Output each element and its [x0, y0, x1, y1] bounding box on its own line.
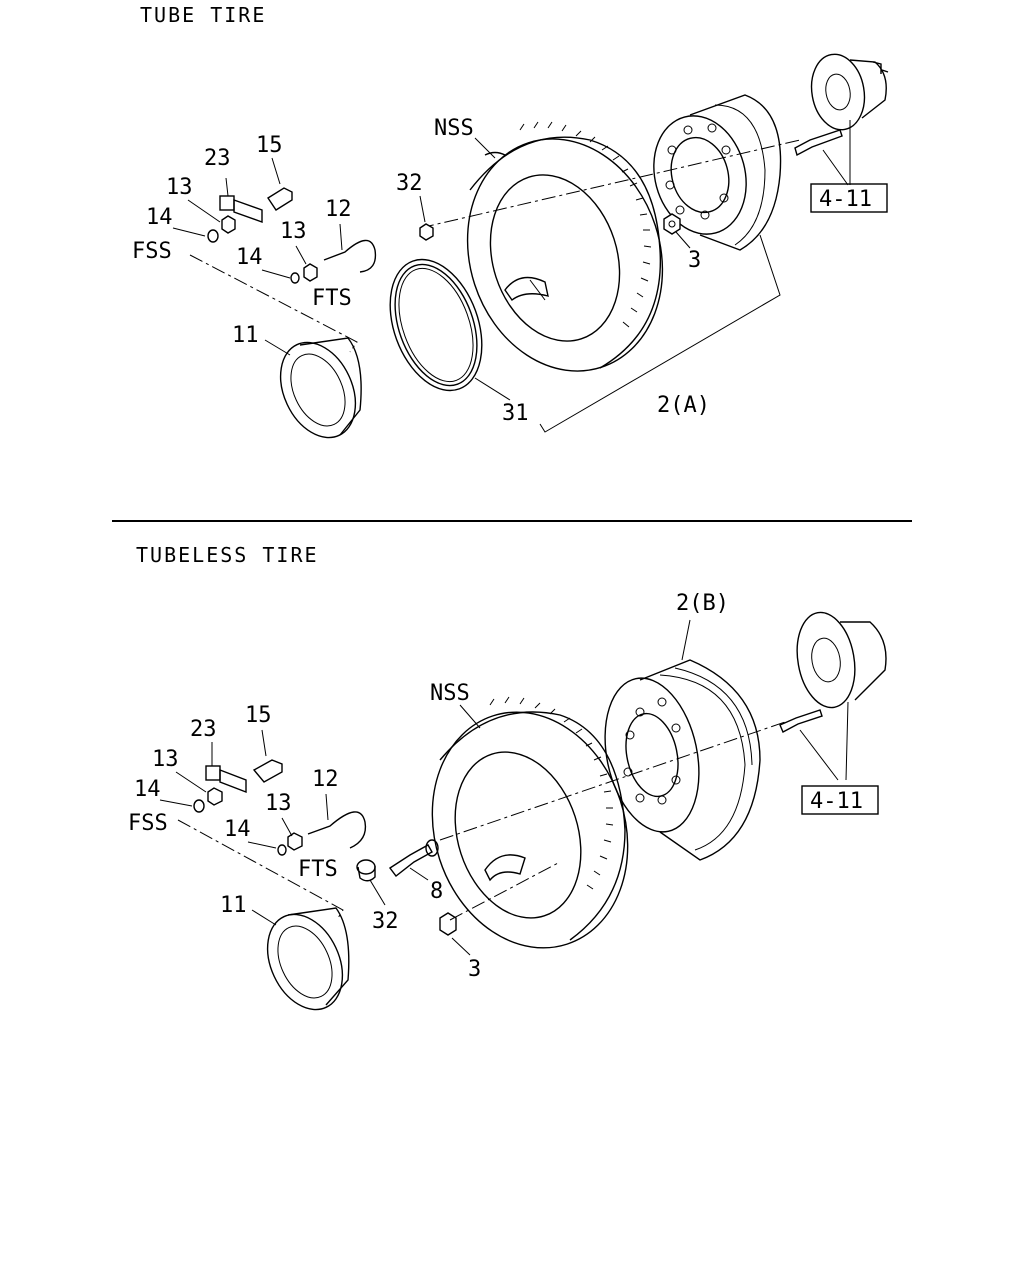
label-nss-bottom: NSS	[430, 681, 470, 706]
ref-box-top	[810, 183, 888, 213]
ref-label-bottom: 4-11	[810, 789, 863, 814]
hub-bottom	[796, 611, 887, 709]
hub-bolt-top	[794, 129, 843, 157]
wheel-disc-b	[604, 659, 761, 861]
label-14b-bottom: 14	[224, 817, 251, 842]
ref-leader-bottom	[799, 701, 849, 781]
tube-tire-section: TUBE TIRE	[132, 3, 889, 439]
leader-nss-top	[474, 137, 496, 159]
centerline-bottom	[439, 721, 786, 841]
ref-label-top: 4-11	[819, 187, 872, 212]
label-23-top: 23	[204, 146, 231, 171]
bracket-2a	[539, 234, 781, 433]
leader-nss-bottom	[459, 704, 481, 729]
label-23-bottom: 23	[190, 717, 217, 742]
label-13a-top: 13	[166, 175, 193, 200]
leader-3-bottom	[451, 937, 471, 956]
label-13b-top: 13	[280, 219, 307, 244]
leader-32-top	[419, 195, 426, 223]
label-fss-bottom: FSS	[128, 811, 168, 836]
label-32-bottom: 32	[372, 909, 399, 934]
label-14a-top: 14	[146, 205, 173, 230]
label-3-top: 3	[688, 248, 701, 273]
label-12-bottom: 12	[312, 767, 339, 792]
label-12-top: 12	[325, 197, 352, 222]
leader-32-bottom	[369, 879, 386, 906]
leader-31	[474, 377, 511, 401]
small-parts-top	[172, 157, 377, 356]
tubeless-tire-section: TUBELESS TIRE 2(B)	[128, 543, 887, 1011]
label-31: 31	[502, 401, 529, 426]
label-15-bottom: 15	[245, 703, 272, 728]
flap-ring	[389, 258, 483, 392]
label-13a-bottom: 13	[152, 747, 179, 772]
label-14a-bottom: 14	[134, 777, 161, 802]
label-11-bottom: 11	[220, 893, 247, 918]
label-fts-top: FTS	[312, 286, 352, 311]
ref-leader-top	[822, 120, 851, 186]
valve-cap-32	[356, 859, 376, 882]
section-title-tubeless-tire: TUBELESS TIRE	[136, 543, 319, 567]
label-15-top: 15	[256, 133, 283, 158]
nut-32-top	[419, 223, 434, 241]
valve-8	[388, 839, 439, 877]
label-11-top: 11	[232, 323, 259, 348]
label-14b-top: 14	[236, 245, 263, 270]
label-32-top: 32	[396, 171, 423, 196]
leader-8	[409, 867, 429, 881]
label-2b: 2(B)	[676, 591, 729, 616]
label-fss-top: FSS	[132, 239, 172, 264]
label-8: 8	[430, 879, 443, 904]
cover-11-top	[279, 337, 362, 439]
label-13b-bottom: 13	[265, 791, 292, 816]
stud-line-bottom	[449, 861, 561, 921]
small-parts-bottom	[159, 729, 367, 926]
cover-11-bottom	[266, 907, 350, 1011]
leader-3-top	[675, 231, 691, 249]
section-title-tube-tire: TUBE TIRE	[140, 3, 266, 27]
centerline-top	[419, 139, 801, 229]
label-2a: 2(A)	[657, 393, 710, 418]
nut-3-top	[663, 213, 681, 235]
label-nss-top: NSS	[434, 116, 474, 141]
leader-2b	[681, 619, 691, 661]
nut-3-bottom	[439, 912, 457, 936]
label-3-bottom: 3	[468, 957, 481, 982]
wheel-disc-a	[653, 94, 782, 251]
ref-box-bottom	[801, 785, 879, 815]
hub-top	[810, 53, 889, 131]
hub-bolt-bottom	[779, 709, 823, 733]
label-fts-bottom: FTS	[298, 857, 338, 882]
tube-tire-drawing	[466, 121, 664, 372]
